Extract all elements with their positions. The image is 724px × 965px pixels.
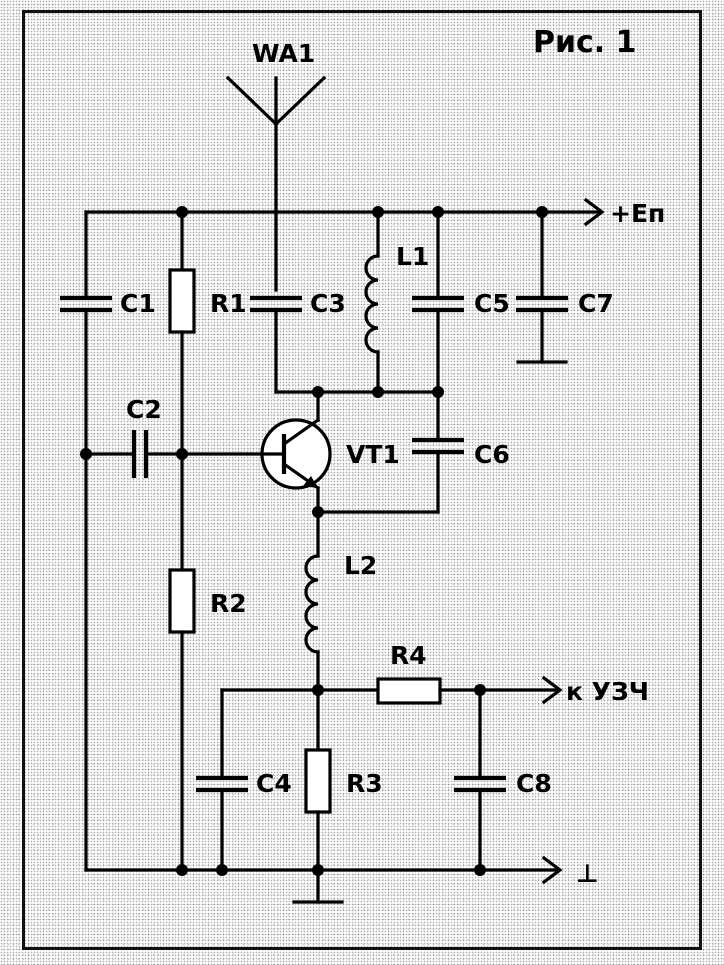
c7-label: C7: [578, 289, 614, 318]
junction-dot: [536, 206, 548, 218]
figure-border: [22, 10, 702, 950]
antenna-wa1: WA1: [225, 39, 327, 292]
l2-label: L2: [344, 551, 377, 580]
resistor-r4: R4 к УЗЧ: [376, 641, 649, 706]
c3-label: C3: [310, 289, 346, 318]
resistor-r3: R3: [292, 748, 383, 904]
output-bus: [220, 688, 380, 778]
inductor-l1: L1: [364, 210, 429, 394]
junction-dot: [80, 448, 92, 460]
capacitor-c8: C8: [454, 688, 552, 872]
capacitor-c7: C7: [516, 210, 614, 364]
c6-label: C6: [474, 440, 510, 469]
r2-label: R2: [210, 589, 247, 618]
r4-label: R4: [390, 641, 427, 670]
c2-label: C2: [126, 395, 162, 424]
junction-dot: [312, 506, 324, 518]
junction-dot: [176, 206, 188, 218]
l1-label: L1: [396, 242, 429, 271]
junction-dot: [372, 206, 384, 218]
capacitor-c1: C1: [60, 210, 156, 872]
vt1-label: VT1: [346, 440, 400, 469]
junction-dot: [432, 206, 444, 218]
capacitor-c6: C6: [316, 437, 510, 514]
junction-dot: [176, 448, 188, 460]
output-label: к УЗЧ: [566, 677, 649, 706]
transistor-vt1: VT1: [180, 390, 400, 558]
resistor-r1: R1: [168, 210, 247, 572]
junction-dot: [432, 386, 444, 398]
c4-label: C4: [256, 769, 292, 798]
c1-label: C1: [120, 289, 156, 318]
ground-rail: ⊥: [84, 855, 599, 888]
capacitor-c4: C4: [196, 769, 292, 872]
junction-dot: [474, 864, 486, 876]
c5-label: C5: [474, 289, 510, 318]
junction-dot: [372, 386, 384, 398]
junction-dots: [80, 206, 548, 876]
supply-label: +Eп: [610, 199, 665, 228]
ground-label: ⊥: [576, 859, 599, 888]
junction-dot: [474, 684, 486, 696]
junction-dot: [312, 386, 324, 398]
c8-label: C8: [516, 769, 552, 798]
junction-dot: [176, 864, 188, 876]
junction-dot: [312, 684, 324, 696]
capacitor-c5: C5: [412, 210, 510, 440]
junction-dot: [216, 864, 228, 876]
inductor-l2: L2: [304, 551, 377, 752]
resistor-r2: R2: [168, 568, 247, 872]
r3-label: R3: [346, 769, 383, 798]
supply-rail: +Eп: [84, 197, 665, 228]
capacitor-c2: C2: [84, 395, 184, 478]
capacitor-c3: C3: [250, 289, 346, 394]
figure-title: Рис. 1: [533, 25, 637, 60]
r1-label: R1: [210, 289, 247, 318]
junction-dot: [312, 864, 324, 876]
antenna-label: WA1: [252, 39, 315, 68]
